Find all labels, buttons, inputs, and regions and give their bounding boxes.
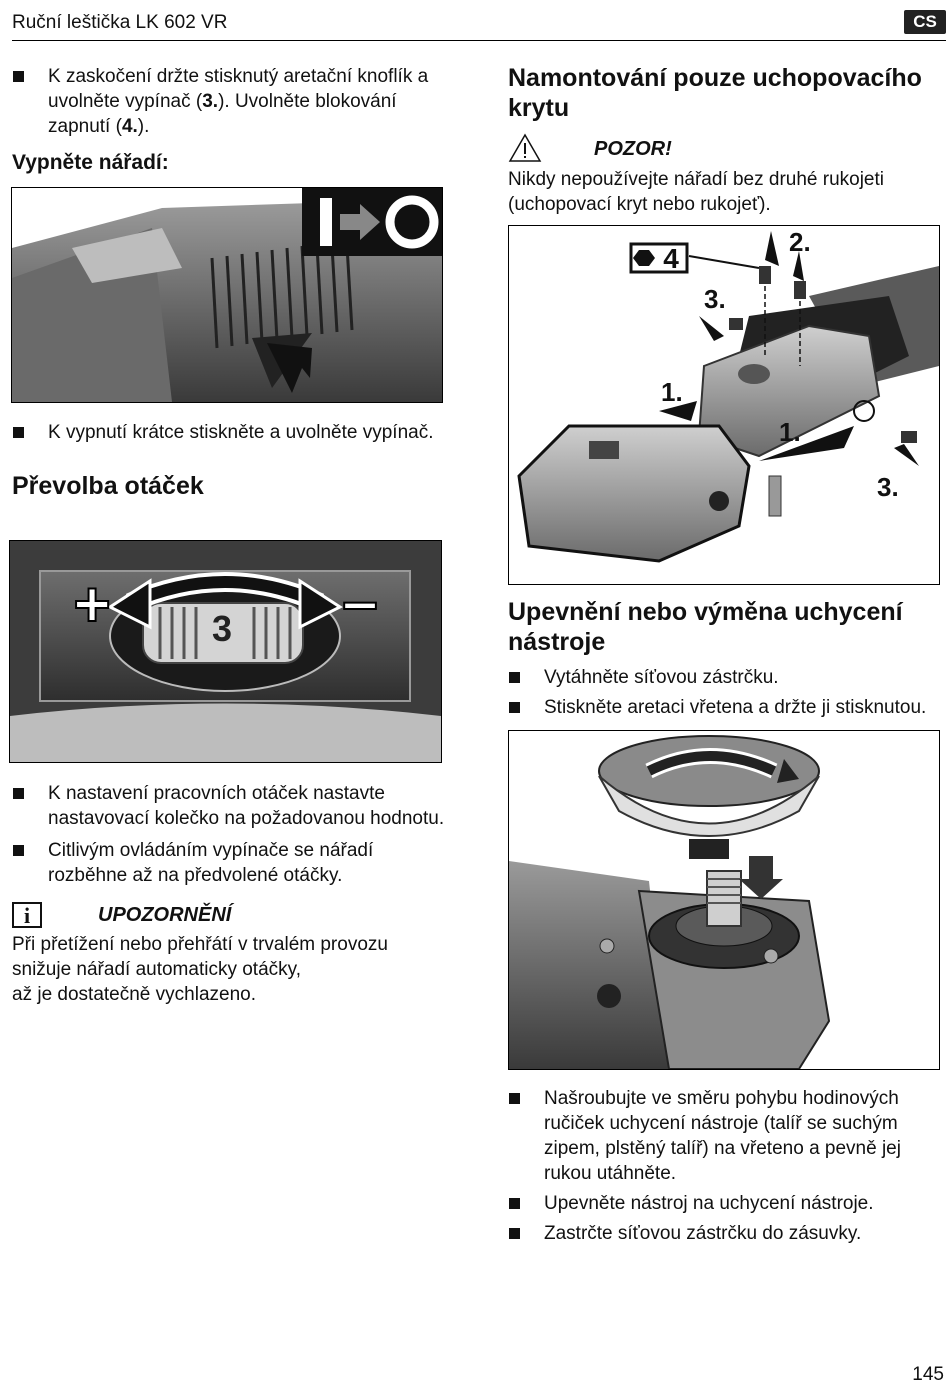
warning-triangle-icon [508, 133, 542, 162]
heading-switch-off: Vypněte nářadí: [12, 151, 169, 174]
bullet-square-icon [509, 672, 520, 683]
left-column-3: K nastavení pracovních otáček nastavte n… [12, 781, 452, 1007]
figure-speed-dial: 3 + – [9, 540, 442, 763]
bullet-square-icon [13, 845, 24, 856]
bullet-square-icon [509, 1198, 520, 1209]
notice-block: i UPOZORNĚNÍ [12, 902, 452, 932]
notice-text-line-2: snižuje nářadí automaticky otáčky, [12, 959, 302, 980]
dial-minus-label: – [342, 565, 378, 637]
page-number: 145 [912, 1364, 944, 1385]
left-column: K zaskočení držte stisknutý aretační kno… [12, 64, 452, 177]
right-column: Namontování pouze uchopovacího krytu POZ… [508, 63, 944, 217]
header-title: Ruční leštička LK 602 VR [12, 12, 228, 33]
heading-mount-guard: Namontování pouze uchopovacího krytu [508, 64, 922, 122]
dial-value-label: 3 [212, 608, 232, 649]
bullet-square-icon [509, 702, 520, 713]
bullet-screw-on: Našroubujte ve směru pohybu hodinových r… [508, 1086, 944, 1186]
bullet-square-icon [509, 1228, 520, 1239]
notice-title: UPOZORNĚNÍ [98, 904, 232, 926]
bullet-square-icon [13, 71, 24, 82]
svg-text:i: i [24, 903, 30, 928]
bullet-trigger: Citlivým ovládáním vypínače se nářadí ro… [12, 838, 452, 888]
right-column-2: Upevnění nebo výměna uchycení nástroje V… [508, 597, 944, 720]
heading-tool-holder: Upevnění nebo výměna uchycení nástroje [508, 598, 903, 656]
warning-text: Nikdy nepoužívejte nářadí bez druhé ruko… [508, 169, 885, 215]
notice-text-line-3: až je dostatečně vychlazeno. [12, 984, 256, 1005]
warning-block: POZOR! [508, 133, 944, 167]
warning-title: POZOR! [594, 138, 672, 160]
figure-mount-guard: 4 2. 3. 1. 1. 3. [508, 225, 940, 585]
step-1a-label: 1. [661, 377, 683, 407]
bullet-fix-tool: Upevněte nástroj na uchycení nástroje. [508, 1191, 944, 1216]
hex-key-label: 4 [663, 243, 679, 274]
bullet-replug: Zastrčte síťovou zástrčku do zásuvky. [508, 1221, 944, 1246]
figure-tool-holder [508, 730, 940, 1070]
notice-text-line-1: Při přetížení nebo přehřátí v trvalém pr… [12, 934, 388, 955]
bullet-square-icon [509, 1093, 520, 1104]
heading-speed-preselect: Převolba otáček [12, 472, 204, 500]
step-3a-label: 3. [704, 284, 726, 314]
bullet-spindle-lock: Stiskněte aretaci vřetena a držte ji sti… [508, 695, 944, 720]
bullet-square-icon [13, 427, 24, 438]
bullet-unplug: Vytáhněte síťovou zástrčku. [508, 665, 944, 690]
step-1b-label: 1. [779, 417, 801, 447]
page-header: Ruční leštička LK 602 VR CS [12, 10, 946, 41]
step-2-label: 2. [789, 227, 811, 257]
bullet-square-icon [13, 788, 24, 799]
step-3b-label: 3. [877, 472, 899, 502]
bullet-set-speed: K nastavení pracovních otáček nastavte n… [12, 781, 452, 831]
dial-plus-label: + [73, 568, 110, 640]
right-column-3: Našroubujte ve směru pohybu hodinových r… [508, 1086, 944, 1246]
info-icon: i [12, 902, 42, 928]
left-column-2: K vypnutí krátce stiskněte a uvolněte vy… [12, 420, 452, 501]
figure-switch-off [11, 187, 443, 403]
bullet-switch-off: K vypnutí krátce stiskněte a uvolněte vy… [12, 420, 452, 445]
language-badge: CS [904, 10, 946, 34]
bullet-lock-switch: K zaskočení držte stisknutý aretační kno… [12, 64, 452, 139]
